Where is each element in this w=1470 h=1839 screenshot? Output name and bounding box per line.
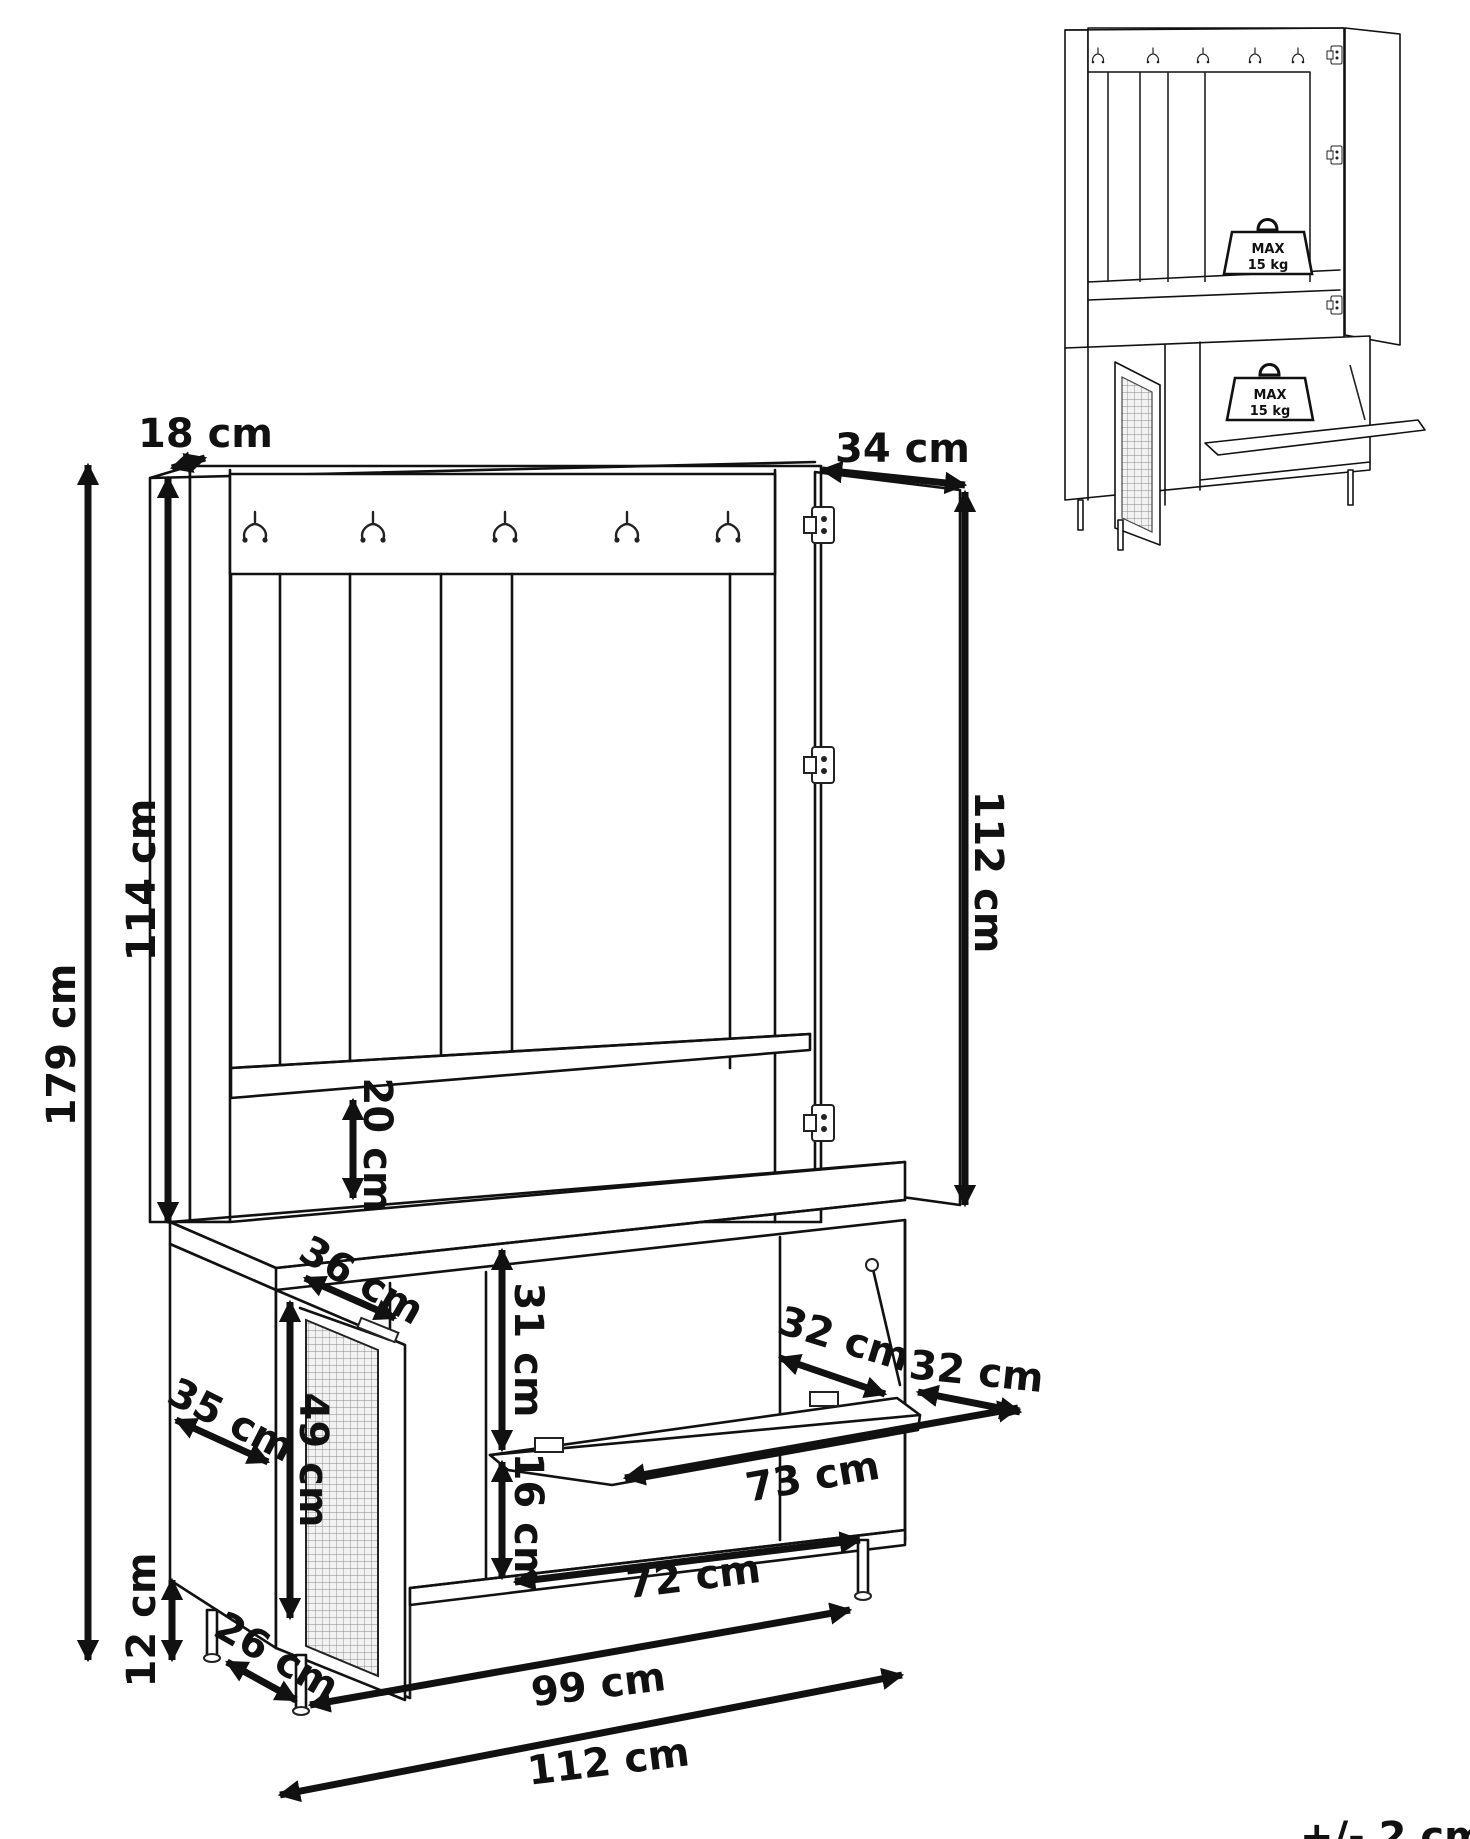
label-panel-thickness: 18 cm [138,411,273,457]
dim-line-shelf-width [512,1531,863,1591]
flap-hinge-icon [809,1391,839,1407]
dim-line-flap-width [622,1400,1021,1486]
label-shelf-gap: 16 cm [505,1453,551,1588]
upper-door [803,470,962,1207]
label-bench-gap: 20 cm [354,1078,400,1213]
weight-icon-upper: MAX 15 kg [1222,218,1314,276]
door-handle-icon [356,1316,400,1344]
dim-line-cabinet-door-width [302,1274,398,1322]
label-cabinet-door-height: 49 cm [290,1393,336,1528]
dim-line-door-depth [819,460,968,495]
dim-line-flap-depth-a [777,1353,888,1399]
flap-hinge-icon [534,1437,564,1453]
dim-line-total-width [277,1667,905,1803]
bench-top [168,1160,907,1292]
gas-strut-icon [870,1263,902,1387]
load-label-lower: MAX [1253,388,1286,403]
dim-line-cabinet-depth [173,1416,271,1466]
upper-frame [148,460,823,1224]
label-door-height: 112 cm [965,791,1011,954]
dim-line-flap-depth-b [915,1384,1023,1420]
label-leg-height: 12 cm [119,1553,165,1688]
thumbnail-drawing: MAX 15 kg MAX 15 kg [1064,27,1426,551]
label-compartment-height: 31 cm [505,1283,551,1418]
tolerance-note: +/- 2 cm [1300,1814,1470,1839]
dim-line-panel-thickness [169,451,208,475]
load-value-lower: 15 kg [1250,404,1291,419]
load-label-upper: MAX [1251,242,1284,257]
cabinet-door [274,1288,407,1702]
hall-stand-drawing [148,460,962,1716]
label-total-width: 112 cm [525,1729,692,1794]
dimension-lines [76,451,1023,1803]
upper-shelf [229,1032,812,1100]
load-value-upper: 15 kg [1248,258,1289,273]
vertical-slats [229,572,732,1070]
label-total-height: 179 cm [39,964,85,1127]
weight-icon-lower: MAX 15 kg [1225,363,1315,422]
label-upper-height: 114 cm [119,799,165,962]
label-door-depth: 34 cm [835,426,970,472]
